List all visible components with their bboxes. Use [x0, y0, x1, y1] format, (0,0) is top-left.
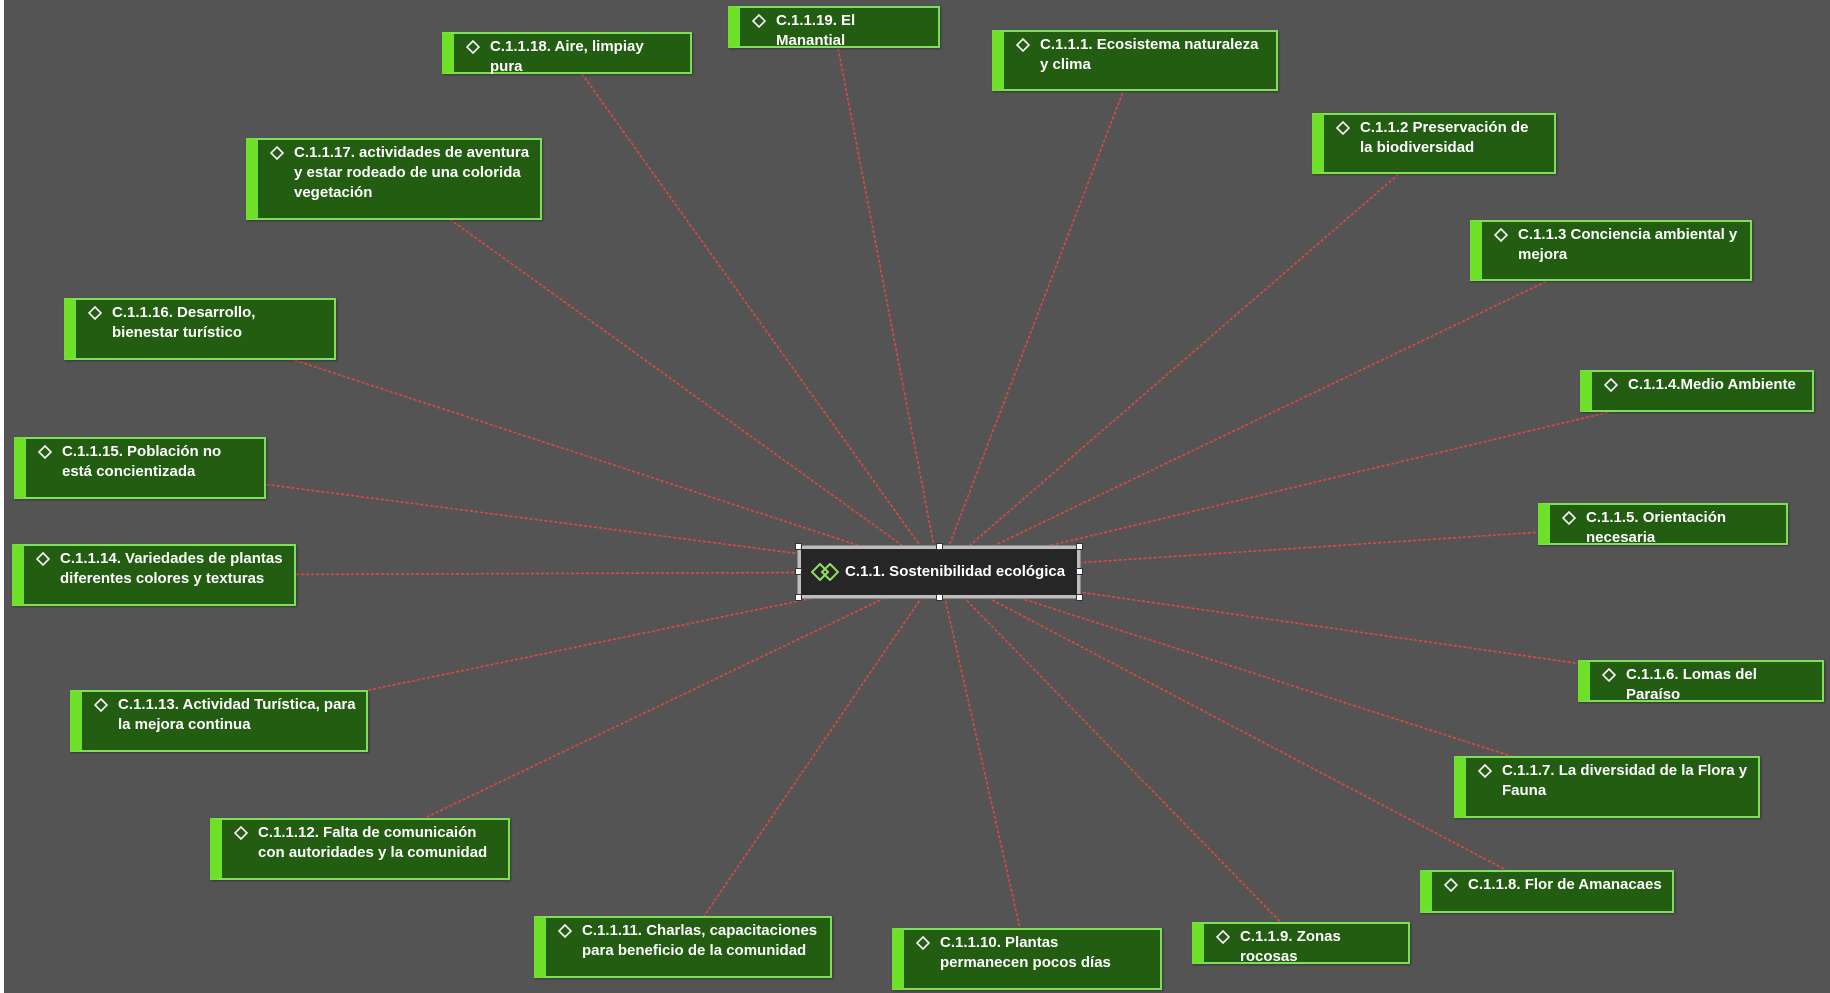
connector-line — [359, 571, 940, 850]
diamond-outline-icon — [270, 146, 284, 160]
resize-handle-left[interactable] — [795, 568, 802, 575]
topic-c-1-1-3[interactable]: C.1.1.3 Conciencia ambiental y mejora — [1470, 220, 1752, 281]
diamond-outline-icon — [94, 698, 108, 712]
connector-line — [139, 467, 940, 573]
central-topic[interactable]: C.1.1. Sostenibilidad ecológica — [795, 543, 1083, 601]
topic-label: C.1.1.11. Charlas, capacitaciones para b… — [582, 922, 818, 959]
topic-c-1-1-8[interactable]: C.1.1.8. Flor de Amanacaes — [1420, 870, 1674, 913]
topic-c-1-1-13[interactable]: C.1.1.13. Actividad Turística, para la m… — [70, 690, 368, 752]
topic-label: C.1.1.7. La diversidad de la Flora y Fau… — [1502, 762, 1748, 799]
topic-label: C.1.1.13. Actividad Turística, para la m… — [118, 696, 356, 733]
diamond-outline-icon — [1444, 878, 1458, 892]
diamond-outline-icon — [1602, 668, 1616, 682]
topic-c-1-1-19[interactable]: C.1.1.19. El Manantial — [728, 6, 940, 49]
diamond-outline-icon — [1016, 38, 1030, 52]
connector-line — [682, 571, 940, 948]
topic-label: C.1.1.9. Zonas rocosas — [1240, 928, 1341, 965]
topic-c-1-1-11[interactable]: C.1.1.11. Charlas, capacitaciones para b… — [534, 916, 832, 978]
topic-label: C.1.1.6. Lomas del Paraíso — [1626, 666, 1757, 703]
topic-label: C.1.1.1. Ecosistema naturaleza y clima — [1040, 36, 1259, 73]
topic-c-1-1-12[interactable]: C.1.1.12. Falta de comunicaión con autor… — [210, 818, 510, 880]
connector-line — [393, 178, 940, 573]
central-topic-label: C.1.1. Sostenibilidad ecológica — [845, 563, 1066, 580]
topic-label: C.1.1.17. actividades de aventura y esta… — [294, 144, 530, 201]
resize-handle-bottom-right[interactable] — [1076, 594, 1083, 601]
topic-c-1-1-16[interactable]: C.1.1.16. Desarrollo, bienestar turístic… — [64, 298, 336, 360]
topic-c-1-1-1[interactable]: C.1.1.1. Ecosistema naturaleza y clima — [992, 30, 1278, 91]
topic-c-1-1-17[interactable]: C.1.1.17. actividades de aventura y esta… — [246, 138, 542, 220]
topic-label: C.1.1.5. Orientación necesaria — [1586, 509, 1727, 546]
connector-line — [938, 571, 1548, 893]
diamond-outline-icon — [88, 306, 102, 320]
resize-handle-top-left[interactable] — [795, 543, 802, 550]
connector-line — [938, 571, 1302, 944]
topic-label: C.1.1.14. Variedades de plantas diferent… — [60, 550, 283, 587]
topic-c-1-1-14[interactable]: C.1.1.14. Variedades de plantas diferent… — [12, 544, 296, 606]
connector-line — [938, 571, 1702, 682]
topic-c-1-1-5[interactable]: C.1.1.5. Orientación necesaria — [1538, 503, 1788, 546]
diamond-outline-icon — [1478, 764, 1492, 778]
topic-label: C.1.1.2 Preservación de la biodiversidad — [1360, 119, 1529, 156]
connector-line — [566, 52, 940, 573]
diamond-outline-icon — [752, 14, 766, 28]
diamond-outline-icon — [38, 445, 52, 459]
connector-line — [833, 26, 940, 573]
connector-line — [199, 328, 940, 573]
topic-c-1-1-2[interactable]: C.1.1.2 Preservación de la biodiversidad — [1312, 113, 1556, 174]
diamond-outline-icon — [1562, 511, 1576, 525]
resize-handle-top-right[interactable] — [1076, 543, 1083, 550]
diamond-outline-icon — [36, 552, 50, 566]
topic-label: C.1.1.10. Plantas permanecen pocos días — [940, 934, 1111, 971]
topic-c-1-1-18[interactable]: C.1.1.18. Aire, limpiay pura — [442, 32, 692, 75]
topic-label: C.1.1.18. Aire, limpiay pura — [490, 38, 644, 75]
topic-c-1-1-4[interactable]: C.1.1.4.Medio Ambiente — [1580, 370, 1814, 412]
topic-label: C.1.1.19. El Manantial — [776, 12, 856, 49]
topic-label: C.1.1.3 Conciencia ambiental y mejora — [1518, 226, 1738, 263]
diamond-outline-icon — [1604, 378, 1618, 392]
topic-label: C.1.1.4.Medio Ambiente — [1628, 376, 1796, 393]
topic-label: C.1.1.16. Desarrollo, bienestar turístic… — [112, 304, 256, 341]
topic-c-1-1-10[interactable]: C.1.1.10. Plantas permanecen pocos días — [892, 928, 1162, 990]
connector-line — [938, 571, 1028, 960]
topic-label: C.1.1.8. Flor de Amanacaes — [1468, 876, 1662, 893]
topic-label: C.1.1.15. Población no está concientizad… — [62, 443, 222, 480]
connector-line — [938, 60, 1136, 573]
resize-handle-bottom-left[interactable] — [795, 594, 802, 601]
resize-handle-right[interactable] — [1076, 568, 1083, 575]
diamond-outline-icon — [558, 924, 572, 938]
resize-handle-top[interactable] — [936, 543, 943, 550]
diamond-outline-icon — [916, 936, 930, 950]
connector-line — [938, 142, 1435, 573]
topic-c-1-1-6[interactable]: C.1.1.6. Lomas del Paraíso — [1578, 660, 1824, 703]
mind-map-canvas[interactable]: C.1.1. Sostenibilidad ecológica C.1.1.1.… — [4, 0, 1830, 993]
diamond-outline-icon — [466, 40, 480, 54]
topic-c-1-1-7[interactable]: C.1.1.7. La diversidad de la Flora y Fau… — [1454, 756, 1760, 818]
topic-c-1-1-15[interactable]: C.1.1.15. Población no está concientizad… — [14, 437, 266, 499]
topic-c-1-1-9[interactable]: C.1.1.9. Zonas rocosas — [1192, 922, 1410, 965]
connector-line — [938, 249, 1612, 573]
double-diamond-icon — [811, 563, 839, 581]
diamond-outline-icon — [1494, 228, 1508, 242]
diamond-outline-icon — [234, 826, 248, 840]
resize-handle-bottom[interactable] — [936, 594, 943, 601]
topic-label: C.1.1.12. Falta de comunicaión con autor… — [258, 824, 488, 861]
connector-line — [938, 571, 1608, 788]
diamond-outline-icon — [1216, 930, 1230, 944]
diamond-outline-icon — [1336, 121, 1350, 135]
